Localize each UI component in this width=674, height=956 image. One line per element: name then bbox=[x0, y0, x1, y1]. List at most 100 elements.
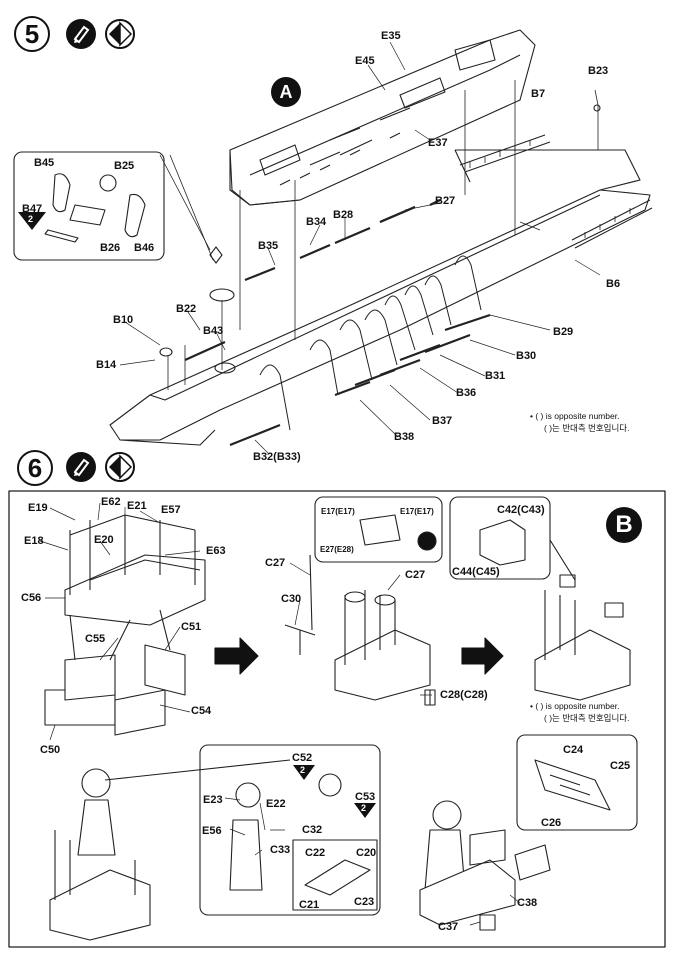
part-label-c37: C37 bbox=[438, 921, 459, 933]
assembly-mark-b: B bbox=[606, 507, 642, 543]
part-label-e23: E23 bbox=[203, 794, 223, 806]
arrow-1 bbox=[214, 637, 259, 675]
part-label-b23: B23 bbox=[588, 65, 609, 77]
part-label-b27: B27 bbox=[435, 195, 456, 207]
part-label-c44: C44(C45) bbox=[452, 566, 500, 578]
inset-frame-c42 bbox=[449, 496, 551, 580]
inset-frame-c24 bbox=[516, 734, 638, 831]
opposite-number-note-ko-6: ( )는 반대측 번호입니다. bbox=[544, 713, 630, 723]
part-label-c33: C33 bbox=[270, 844, 291, 856]
part-label-b31: B31 bbox=[485, 370, 506, 382]
part-label-b10: B10 bbox=[113, 314, 134, 326]
step6-number: 6 bbox=[17, 450, 53, 486]
part-label-b29: B29 bbox=[553, 326, 574, 338]
paint-icon bbox=[105, 19, 135, 49]
qty-triangles bbox=[18, 212, 376, 818]
part-label-c52: C52 bbox=[292, 752, 313, 764]
part-label-c32: C32 bbox=[302, 824, 323, 836]
bulkhead-drawing bbox=[44, 609, 186, 736]
qty-c53: 2 bbox=[361, 803, 367, 813]
paint-icon bbox=[105, 452, 135, 482]
qty-c52: 2 bbox=[300, 765, 306, 775]
arrow-2 bbox=[461, 637, 504, 675]
part-label-b26: B26 bbox=[100, 242, 121, 254]
small-parts bbox=[159, 104, 601, 374]
glue-icon bbox=[66, 19, 96, 49]
railing-loops bbox=[259, 255, 482, 431]
opposite-number-note-en-6: • ( ) is opposite number. bbox=[530, 701, 620, 711]
part-label-e22: E22 bbox=[266, 798, 286, 810]
opposite-number-note-en: • ( ) is opposite number. bbox=[530, 411, 620, 421]
part-label-e17-right: E17(E17) bbox=[400, 507, 434, 516]
part-label-c24: C24 bbox=[563, 744, 584, 756]
part-label-c38: C38 bbox=[517, 897, 538, 909]
part-label-b30: B30 bbox=[516, 350, 537, 362]
part-label-c25: C25 bbox=[610, 760, 631, 772]
part-label-c22: C22 bbox=[305, 847, 326, 859]
radome-parts bbox=[229, 773, 371, 896]
part-label-c28: C28(C28) bbox=[440, 689, 488, 701]
bottom-right-drawing bbox=[419, 800, 551, 931]
leader-lines-5 bbox=[119, 41, 601, 454]
part-label-e19: E19 bbox=[28, 502, 48, 514]
part-label-c27-right: C27 bbox=[405, 569, 426, 581]
part-label-e35: E35 bbox=[381, 30, 401, 42]
hull-drawing bbox=[109, 134, 653, 446]
mast-base-drawing bbox=[64, 514, 206, 626]
part-label-e20: E20 bbox=[94, 534, 114, 546]
inset-frame-b45 bbox=[13, 151, 165, 261]
part-label-c21: C21 bbox=[299, 899, 320, 911]
part-label-e37: E37 bbox=[428, 137, 448, 149]
part-label-b34: B34 bbox=[306, 216, 327, 228]
part-label-c51: C51 bbox=[181, 621, 202, 633]
step5-number: 5 bbox=[14, 16, 50, 52]
part-label-c54: C54 bbox=[191, 705, 212, 717]
part-label-e62: E62 bbox=[101, 496, 121, 508]
part-label-c56: C56 bbox=[21, 592, 42, 604]
superstructure-a-drawing bbox=[229, 29, 536, 206]
part-label-e63: E63 bbox=[206, 545, 226, 557]
c24-parts bbox=[534, 759, 611, 811]
part-label-b43: B43 bbox=[203, 325, 224, 337]
middle-assembly-drawing bbox=[284, 554, 436, 706]
inset-frame-e17 bbox=[314, 496, 443, 563]
question-icon bbox=[417, 531, 437, 551]
part-label-e18: E18 bbox=[24, 535, 44, 547]
assembly-mark-a: A bbox=[271, 77, 301, 107]
part-label-c50: C50 bbox=[40, 744, 61, 756]
part-label-b25: B25 bbox=[114, 160, 135, 172]
part-label-b22: B22 bbox=[176, 303, 197, 315]
inset-frame-radome bbox=[199, 744, 381, 916]
part-label-e17-left: E17(E17) bbox=[321, 507, 355, 516]
part-label-e57: E57 bbox=[161, 504, 181, 516]
part-label-b36: B36 bbox=[456, 387, 477, 399]
part-label-e56: E56 bbox=[202, 825, 222, 837]
opposite-number-note-ko: ( )는 반대측 번호입니다. bbox=[544, 423, 630, 433]
part-label-b14: B14 bbox=[96, 359, 117, 371]
part-label-b37: B37 bbox=[432, 415, 453, 427]
part-label-c20: C20 bbox=[356, 847, 377, 859]
part-label-b6: B6 bbox=[606, 278, 621, 290]
assembly-lines bbox=[159, 80, 599, 390]
part-label-e45: E45 bbox=[355, 55, 375, 67]
glue-icon bbox=[66, 452, 96, 482]
part-label-c53: C53 bbox=[355, 791, 376, 803]
railings-drawing bbox=[184, 199, 491, 447]
bottom-mast-drawing bbox=[49, 759, 291, 941]
inset-frame-c22 bbox=[292, 839, 378, 911]
part-label-b45: B45 bbox=[34, 157, 55, 169]
part-label-c26: C26 bbox=[541, 817, 562, 829]
step6-frame bbox=[8, 490, 666, 948]
part-label-b28: B28 bbox=[333, 209, 354, 221]
part-label-b7: B7 bbox=[531, 88, 546, 100]
part-label-b32: B32(B33) bbox=[253, 451, 301, 463]
part-label-e27: E27(E28) bbox=[320, 545, 354, 554]
inset-b45-parts bbox=[44, 173, 146, 243]
part-label-b35: B35 bbox=[258, 240, 279, 252]
right-assembly-drawing bbox=[534, 574, 631, 701]
leader-lines-6 bbox=[39, 502, 521, 926]
part-label-c27-left: C27 bbox=[265, 557, 286, 569]
part-label-c42: C42(C43) bbox=[497, 504, 545, 516]
part-label-b46: B46 bbox=[134, 242, 155, 254]
